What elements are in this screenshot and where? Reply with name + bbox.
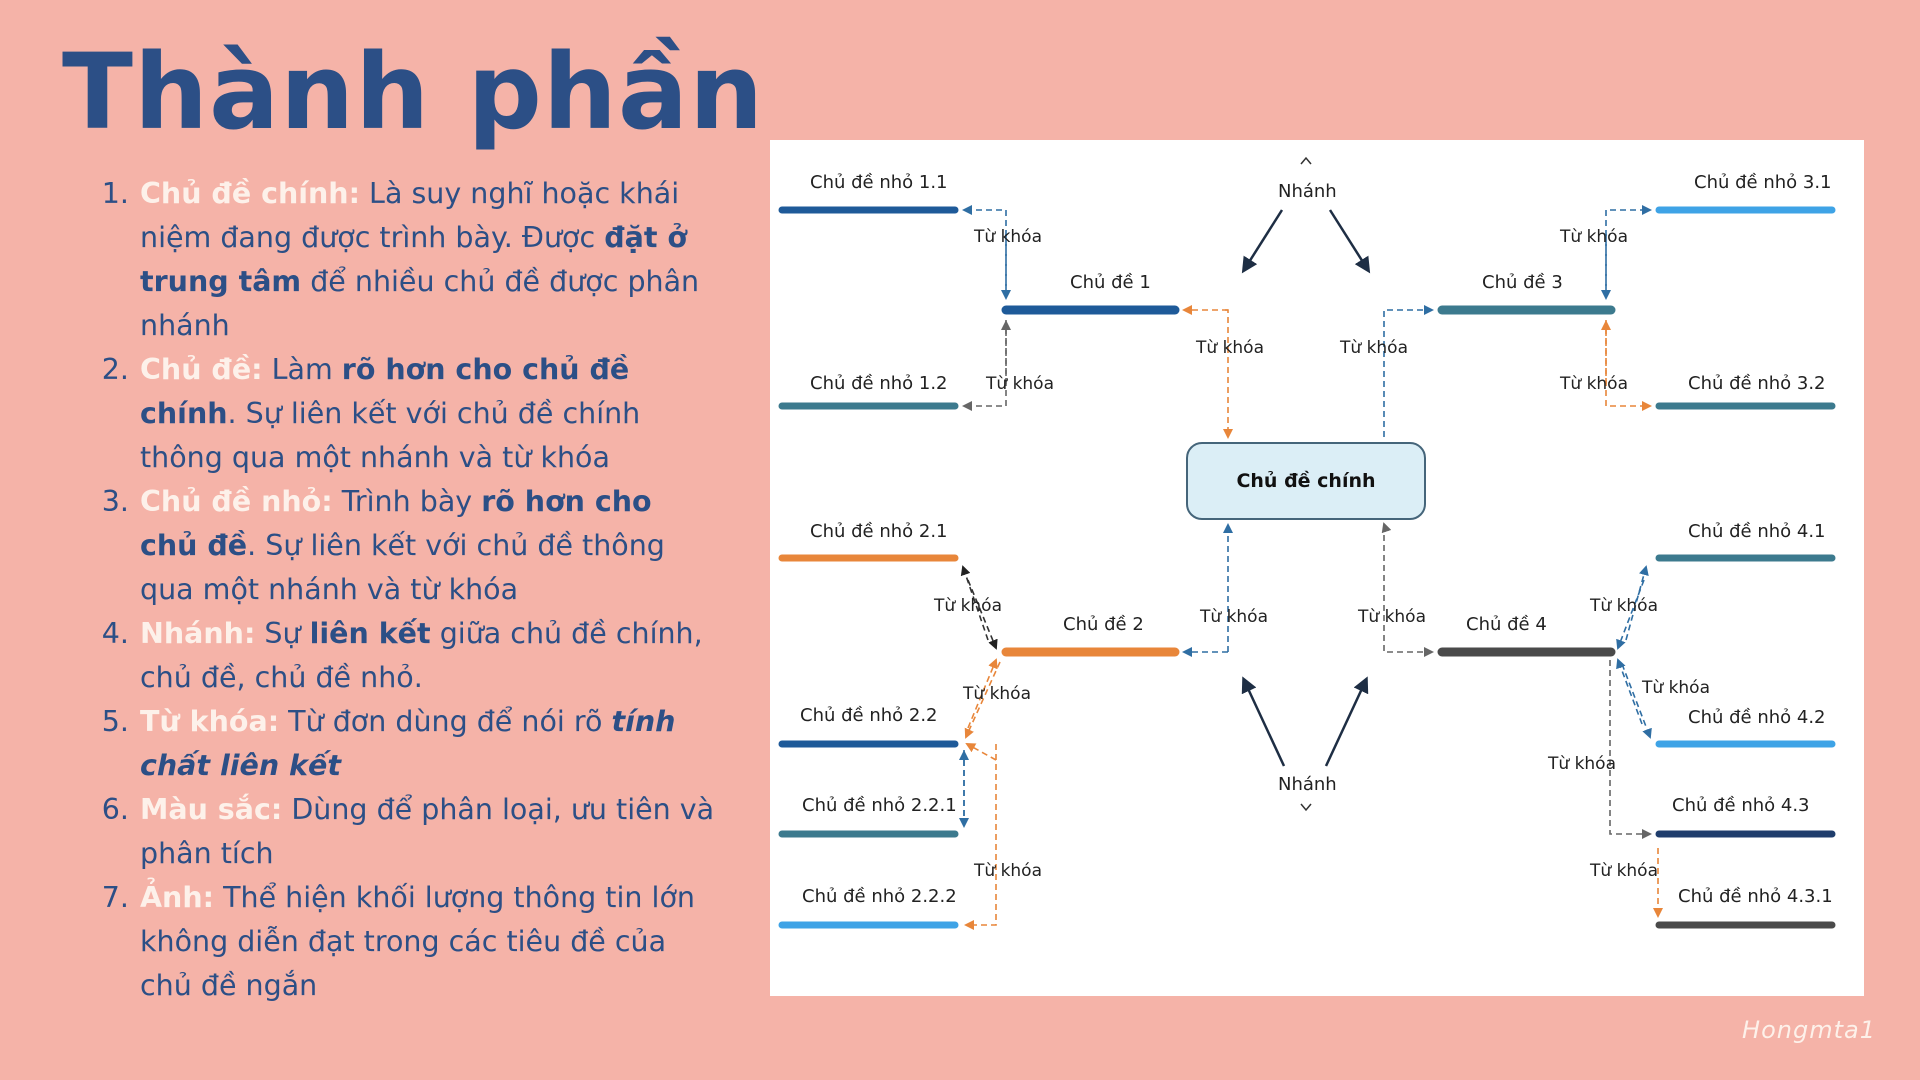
keyword-label: Từ khóa [962,684,1031,704]
item-term: Chủ đề nhỏ: [140,485,333,518]
keyword-labels: Từ khóa Từ khóa Từ khóa Từ khóa Từ khóa … [933,227,1710,881]
subtopic-label: Chủ đề nhỏ 4.3 [1672,795,1810,816]
item-text: Thể hiện khối lượng thông tin lớn không … [140,881,695,1002]
topic-label: Chủ đề 4 [1466,614,1547,635]
keyword-connectors [959,205,1663,930]
keyword-label: Từ khóa [1589,861,1658,881]
item-text: Sự [255,617,310,650]
item-text: Là suy nghĩ hoặc khái niệm đang được trì… [140,177,680,254]
item-text: để nhiều chủ đề được phân nhánh [140,265,700,342]
subtopic-bars [778,206,1836,929]
keyword-label: Từ khóa [1559,374,1628,394]
subtopic-label: Chủ đề nhỏ 3.2 [1688,373,1826,394]
item-term: Từ khóa: [140,705,280,738]
item-term: Ảnh: [140,881,215,914]
item-term: Chủ đề chính: [140,177,360,210]
caret-icon [1300,156,1312,812]
list-item: Chủ đề chính: Là suy nghĩ hoặc khái niệm… [138,172,718,348]
central-topic-box: Chủ đề chính [1186,442,1426,520]
item-emphasis: đặt ở trung tâm [140,221,687,298]
branch-label: Nhánh [1278,181,1337,202]
topic-label: Chủ đề 1 [1070,272,1151,293]
list-item: Nhánh: Sự liên kết giữa chủ đề chính, ch… [138,612,718,700]
keyword-label: Từ khóa [1641,678,1710,698]
keyword-label: Từ khóa [1589,596,1658,616]
keyword-label: Từ khóa [1195,338,1264,358]
subtopic-label: Chủ đề nhỏ 3.1 [1694,172,1832,193]
keyword-label: Từ khóa [1339,338,1408,358]
item-text: . Sự liên kết với chủ đề thông qua một n… [140,529,665,606]
keyword-label: Từ khóa [1357,607,1426,627]
item-emphasis: liên kết [309,617,431,650]
subtopic-label: Chủ đề nhỏ 2.2 [800,705,938,726]
list-item: Chủ đề: Làm rõ hơn cho chủ đề chính. Sự … [138,348,718,480]
item-text: . Sự liên kết với chủ đề chính thông qua… [140,397,641,474]
subtopic-label: Chủ đề nhỏ 2.1 [810,521,948,542]
item-term: Chủ đề: [140,353,263,386]
keyword-label: Từ khóa [1559,227,1628,247]
keyword-label: Từ khóa [973,227,1042,247]
item-emphasis: tính chất liên kết [140,705,676,782]
item-term: Màu sắc: [140,793,283,826]
author-watermark: Hongmta1 [1742,1016,1876,1044]
mindmap-diagram: Chủ đề nhỏ 1.1 Chủ đề nhỏ 1.2 Chủ đề nhỏ… [770,140,1864,996]
list-item: Ảnh: Thể hiện khối lượng thông tin lớn k… [138,876,718,1008]
subtopic-label: Chủ đề nhỏ 2.2.1 [802,795,957,816]
item-emphasis: rõ hơn cho chủ đề [140,485,652,562]
list-item: Từ khóa: Từ đơn dùng để nói rõ tính chất… [138,700,718,788]
subtopic-label: Chủ đề nhỏ 2.2.2 [802,886,957,907]
subtopic-label: Chủ đề nhỏ 1.1 [810,172,948,193]
item-emphasis: rõ hơn cho chủ đề chính [140,353,630,430]
keyword-label: Từ khóa [985,374,1054,394]
subtopic-label: Chủ đề nhỏ 4.1 [1688,521,1826,542]
topic-bars [1001,305,1616,657]
item-text: giữa chủ đề chính, chủ đề, chủ đề nhỏ. [140,617,703,694]
component-list: Chủ đề chính: Là suy nghĩ hoặc khái niệm… [100,172,718,1008]
subtopic-label: Chủ đề nhỏ 4.2 [1688,707,1826,728]
branch-arrows [1241,209,1371,767]
mindmap-svg: Chủ đề nhỏ 1.1 Chủ đề nhỏ 1.2 Chủ đề nhỏ… [778,156,1836,930]
topic-labels: Chủ đề 1 Chủ đề 2 Chủ đề 3 Chủ đề 4 [1063,272,1563,635]
subtopic-labels: Chủ đề nhỏ 1.1 Chủ đề nhỏ 1.2 Chủ đề nhỏ… [800,172,1833,907]
subtopic-label: Chủ đề nhỏ 1.2 [810,373,948,394]
keyword-label: Từ khóa [933,596,1002,616]
branch-label: Nhánh [1278,774,1337,795]
keyword-label: Từ khóa [1199,607,1268,627]
item-term: Nhánh: [140,617,256,650]
list-item: Chủ đề nhỏ: Trình bày rõ hơn cho chủ đề.… [138,480,718,612]
item-text: Trình bày [332,485,482,518]
keyword-label: Từ khóa [973,861,1042,881]
subtopic-label: Chủ đề nhỏ 4.3.1 [1678,886,1833,907]
item-text: Làm [262,353,342,386]
topic-label: Chủ đề 3 [1482,272,1563,293]
topic-label: Chủ đề 2 [1063,614,1144,635]
page-title: Thành phần [62,31,765,153]
item-text: Dùng để phân loại, ưu tiên và phân tích [140,793,715,870]
list-item: Màu sắc: Dùng để phân loại, ưu tiên và p… [138,788,718,876]
item-text: Từ đơn dùng để nói rõ [279,705,612,738]
keyword-label: Từ khóa [1547,754,1616,774]
